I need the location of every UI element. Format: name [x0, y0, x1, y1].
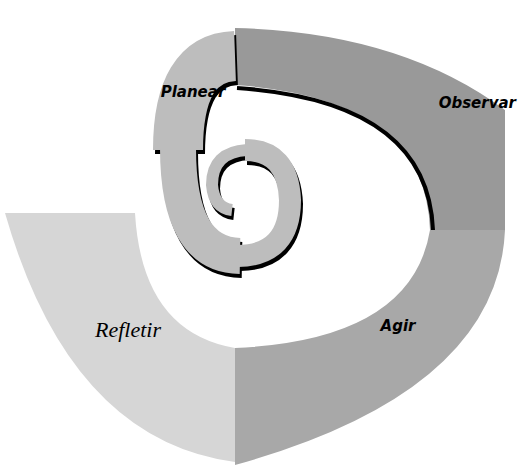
band-label: Refletir	[95, 317, 161, 343]
spiral-band: Agir	[377, 315, 420, 337]
band-shape	[235, 230, 505, 465]
band-shape	[235, 28, 505, 230]
spiral-band: Observar	[435, 92, 520, 114]
spiral-band: Planear	[157, 81, 230, 103]
band-label: Planear	[161, 83, 226, 101]
band-label: Agir	[381, 317, 416, 335]
band-label: Observar	[439, 94, 516, 112]
spiral-band: Refletir	[91, 315, 165, 345]
